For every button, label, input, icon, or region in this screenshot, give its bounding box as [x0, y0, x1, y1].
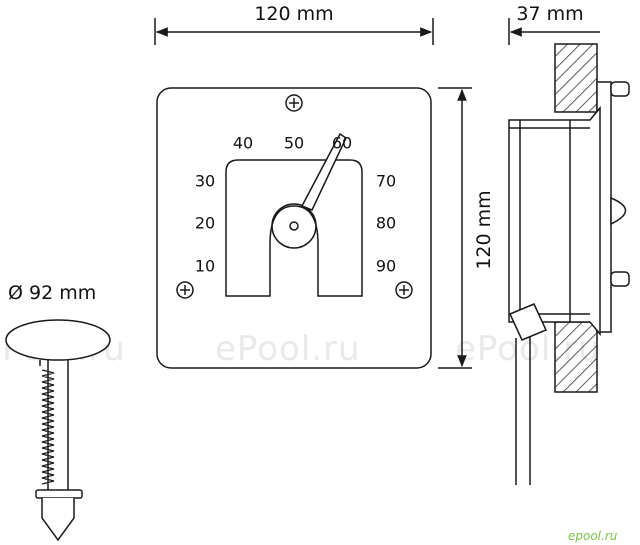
needle-hub: [271, 203, 317, 249]
wall-top: [554, 43, 598, 113]
scale-label-10: 10: [195, 257, 215, 276]
scale-label-90: 90: [376, 257, 396, 276]
screw-head-bottom: [610, 271, 630, 287]
scale-label-40: 40: [233, 134, 253, 153]
probe-thread: [41, 369, 55, 485]
scale-label-50: 50: [284, 134, 304, 153]
scale-label-60: 60: [332, 134, 352, 153]
wall-bottom: [554, 321, 598, 393]
screw-left: [176, 281, 194, 299]
side-view: [508, 18, 630, 485]
cable-gland: [508, 303, 548, 341]
height-dimension-label: 120 mm: [473, 190, 495, 269]
width-dimension-label: 120 mm: [254, 3, 333, 25]
probe-nut: [35, 489, 83, 499]
probe: [5, 319, 111, 542]
probe-tip: [41, 498, 75, 542]
probe-disk: [5, 319, 111, 361]
scale-label-20: 20: [195, 214, 215, 233]
hub-pin: [289, 221, 299, 231]
housing-body: [508, 105, 601, 337]
probe-diameter-label: Ø 92 mm: [8, 282, 96, 304]
watermark-center: ePool.ru: [215, 329, 361, 369]
screw-right: [395, 281, 413, 299]
depth-dimension-label: 37 mm: [516, 3, 583, 25]
screw-head-top: [610, 81, 630, 97]
scale-labels: 30 20 10 40 50 60 70 80 90: [195, 134, 396, 276]
front-view: [154, 18, 472, 369]
screw-top: [285, 94, 303, 112]
front-plate: [156, 87, 432, 369]
scale-label-70: 70: [376, 172, 396, 191]
scale-label-30: 30: [195, 172, 215, 191]
brand-logo-text: epool.ru: [568, 529, 618, 543]
needle: [300, 132, 347, 211]
scale-label-80: 80: [376, 214, 396, 233]
side-knob: [610, 196, 627, 226]
dial-window: [225, 159, 363, 297]
